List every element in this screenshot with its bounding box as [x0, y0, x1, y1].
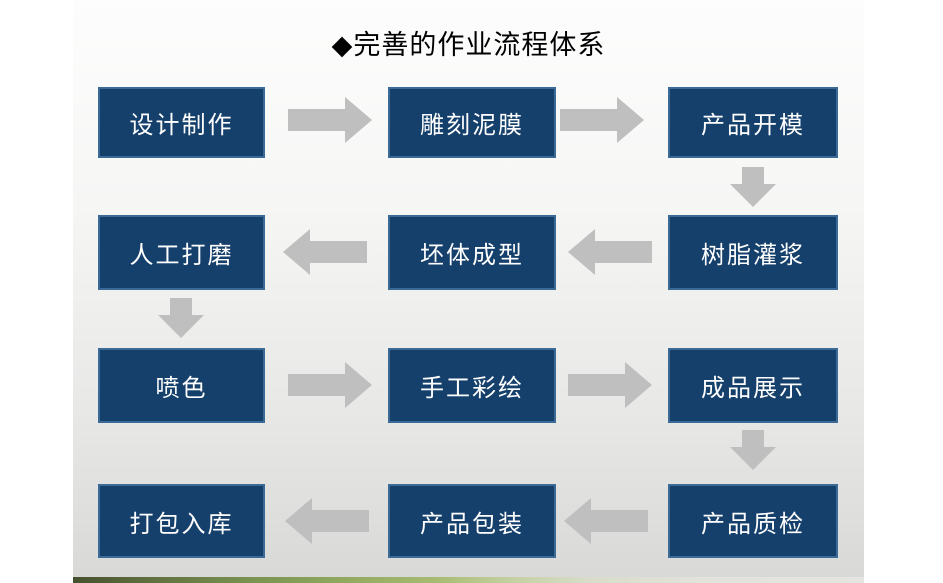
flow-box-spray-color: 喷色 [98, 348, 265, 423]
flow-box-quality-inspection: 产品质检 [668, 484, 838, 558]
arrow-down-icon [730, 430, 776, 470]
arrow-left-icon [283, 229, 367, 275]
slide-title: ◆完善的作业流程体系 [331, 30, 606, 60]
arrow-left-icon [285, 498, 369, 544]
flow-box-hand-painting: 手工彩绘 [388, 348, 556, 423]
flow-box-resin-grouting: 树脂灌浆 [668, 215, 838, 290]
flow-box-carve-clay-mold: 雕刻泥膜 [388, 87, 556, 158]
bottom-photo-strip [73, 577, 864, 583]
arrow-down-icon [158, 298, 204, 338]
arrow-down-icon [730, 167, 776, 207]
flow-box-product-mold-opening: 产品开模 [668, 87, 838, 158]
flow-box-pack-into-warehouse: 打包入库 [98, 484, 265, 558]
flow-box-design-production: 设计制作 [98, 87, 265, 158]
flow-box-finished-display: 成品展示 [668, 348, 838, 423]
arrow-left-icon [564, 498, 648, 544]
arrow-left-icon [568, 229, 652, 275]
flow-box-product-packaging: 产品包装 [388, 484, 556, 558]
flow-box-manual-polishing: 人工打磨 [98, 215, 265, 290]
arrow-right-icon [288, 362, 372, 408]
arrow-right-icon [568, 362, 652, 408]
flow-box-blank-forming: 坯体成型 [388, 215, 556, 290]
arrow-right-icon [560, 97, 644, 143]
arrow-right-icon [288, 97, 372, 143]
